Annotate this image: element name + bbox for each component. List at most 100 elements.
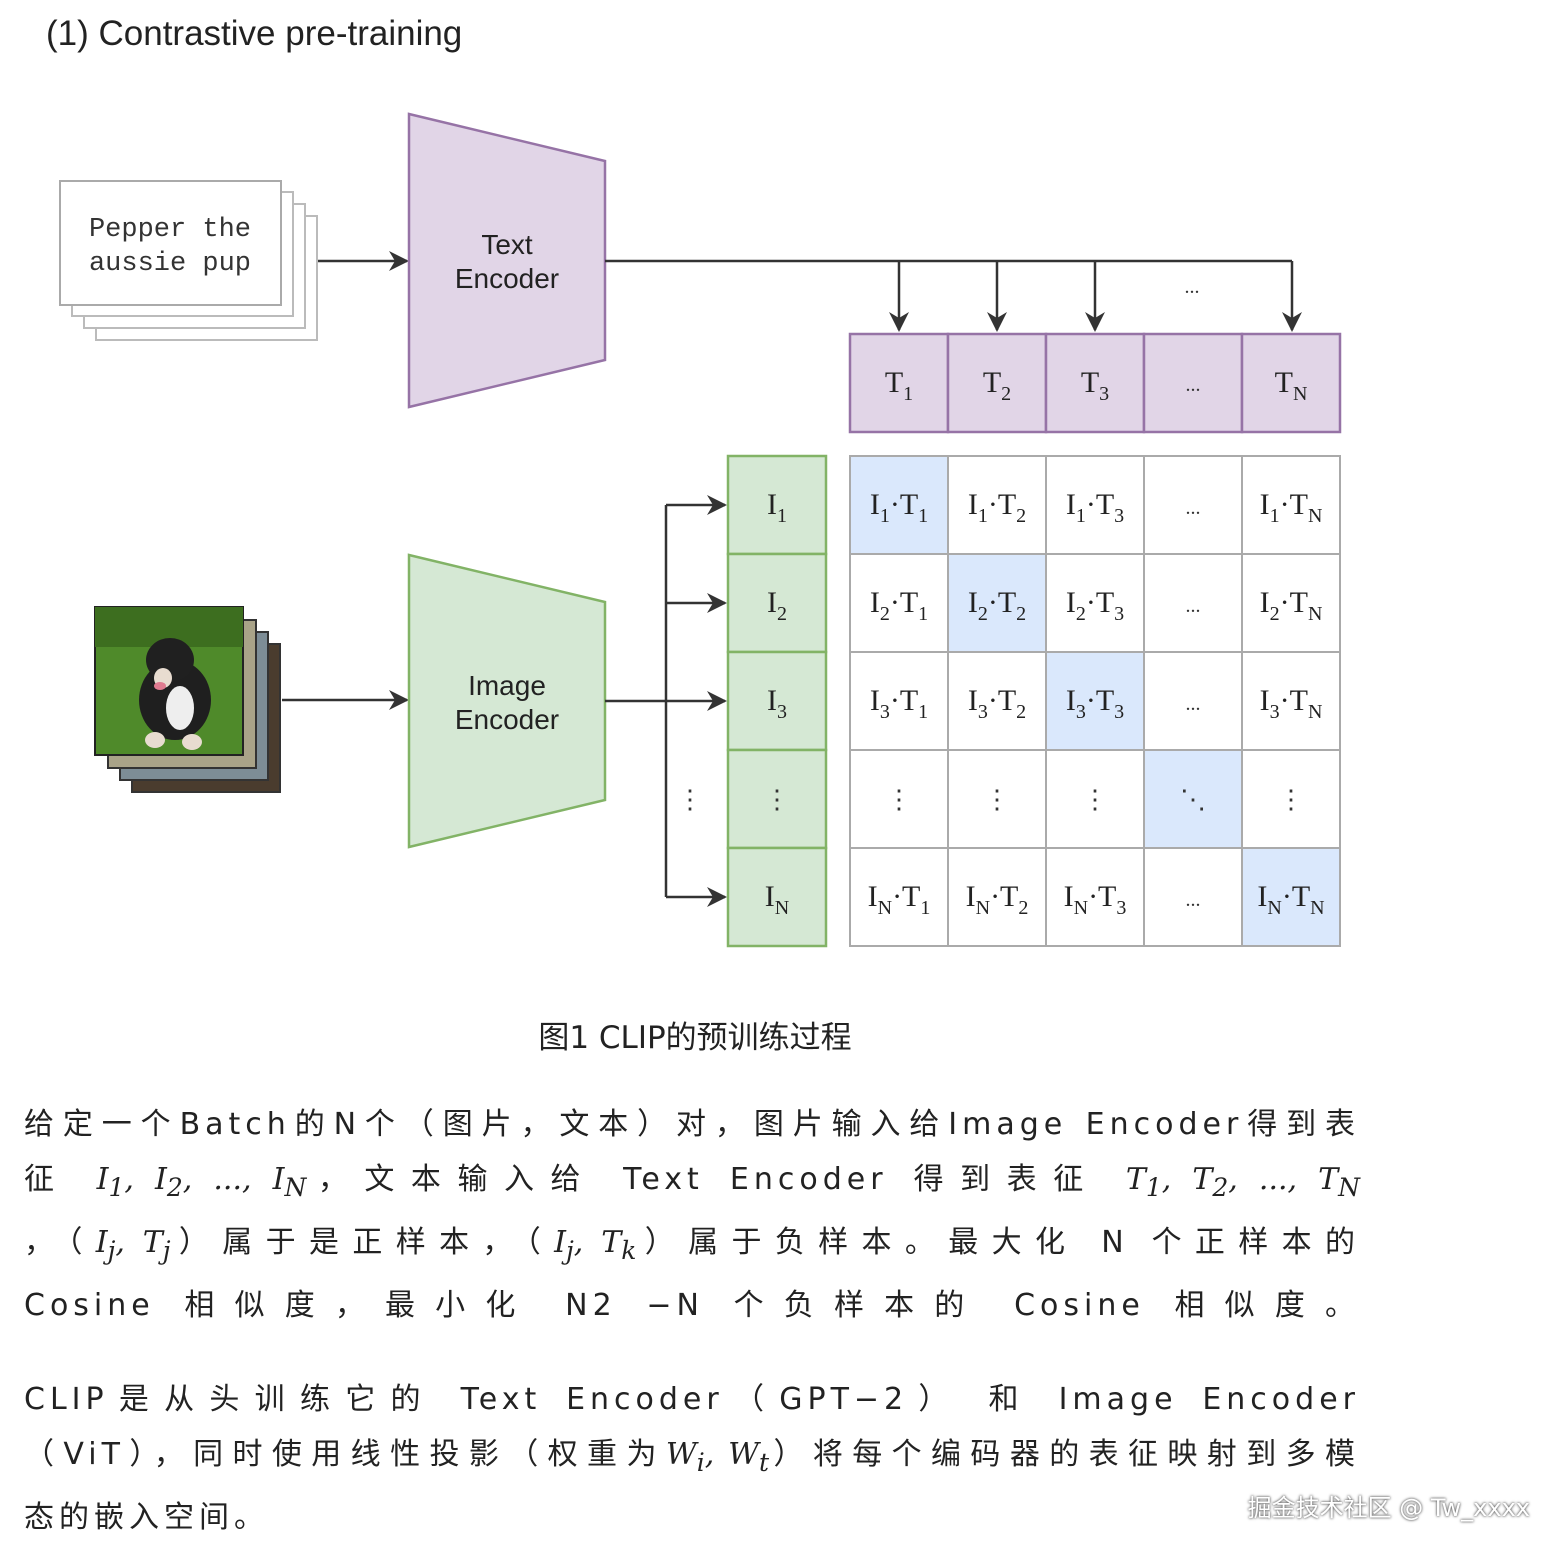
matrix-ellipsis: ...: [1186, 693, 1201, 715]
p1-math-pos-pair: Ij, Tj: [95, 1225, 171, 1265]
matrix-cell: [849, 749, 949, 849]
matrix-label-N-1: IN·T1: [868, 880, 931, 919]
text-encoder-label-1: Text: [481, 229, 533, 260]
matrix-label-N-N: IN·TN: [1257, 880, 1324, 919]
text-feature-cell: [848, 332, 950, 434]
matrix-cell-diagonal: [947, 553, 1047, 653]
text-feature-label-N: TN​: [1275, 366, 1308, 405]
watermark: 掘金技术社区 @ Tw_xxxx: [1247, 1494, 1530, 1522]
image-branch-vellipsis: ⋮: [677, 785, 703, 814]
matrix-cell: [1045, 553, 1145, 653]
matrix-cell: [1045, 749, 1145, 849]
image-encoder-output-arrows: [605, 495, 727, 907]
p1-line-3c: ）属于负样本。最大化 N 个正样本的: [636, 1225, 1361, 1260]
text-encoder-label-2: Encoder: [455, 263, 559, 294]
clip-diagram: Pepper the aussie pup Text Encoder ... T…: [59, 112, 1342, 948]
matrix-ellipsis: ...: [1186, 497, 1201, 519]
matrix-label-2-2: I2·T2: [968, 586, 1026, 625]
matrix-label-3-2: I3·T2: [968, 684, 1026, 723]
p1-line-3b: ）属于是正样本，（: [170, 1225, 555, 1260]
matrix-cell: [1143, 847, 1243, 947]
matrix-label-1-3: I1·T3: [1066, 488, 1124, 527]
text-feature-cell: [1142, 332, 1244, 434]
p1-math-t-list: T1, T2, ..., TN: [1125, 1162, 1361, 1202]
text-feature-cell: [1044, 332, 1146, 434]
image-encoder-shape: [407, 553, 607, 849]
matrix-cell-diagonal: [1143, 749, 1243, 849]
image-feature-label-1: I1​: [767, 488, 787, 527]
p2-line-2a: （ViT），同时使用线性投影（权重为: [24, 1437, 666, 1472]
image-feature-column: I1​ I2​ I3​ ⋮ IN​: [726, 454, 828, 948]
p2-line-1: CLIP是从头训练它的 Text Encoder（GPT−2） 和 Image …: [24, 1382, 1360, 1417]
text-feature-cell: [946, 332, 1048, 434]
matrix-label-N-2: IN·T2: [966, 880, 1029, 919]
text-input-stack: Pepper the aussie pup: [59, 180, 318, 341]
p2-math-weights: Wi, Wt: [665, 1437, 770, 1477]
text-feature-label-1: T1​: [885, 366, 913, 405]
p1-line-2b: ，文本输入给 Text Encoder 得到表征: [306, 1162, 1100, 1197]
image-input-stack: [94, 606, 281, 793]
p1-line-2a: 征: [24, 1162, 71, 1197]
matrix-ellipsis: ⋮: [1082, 785, 1108, 815]
matrix-label-2-3: I2·T3: [1066, 586, 1124, 625]
matrix-cell: [1143, 455, 1243, 555]
paragraph-2: CLIP是从头训练它的 Text Encoder（GPT−2） 和 Image …: [24, 1372, 1360, 1545]
image-encoder-label-1: Image: [468, 670, 546, 701]
matrix-label-1-1: I1·T1: [870, 488, 928, 527]
diagram-title: (1) Contrastive pre-training: [46, 14, 463, 53]
matrix-ellipsis: ⋮: [1278, 785, 1304, 815]
image-feature-cell: [726, 650, 828, 752]
matrix-ellipsis: ...: [1186, 595, 1201, 617]
matrix-cell: [1241, 455, 1341, 555]
image-feature-vellipsis: ⋮: [764, 785, 790, 815]
paragraph-1: 给定一个Batch的N个（图片，文本）对，图片输入给Image Encoder得…: [24, 1097, 1360, 1333]
matrix-ellipsis: ⋮: [886, 785, 912, 815]
text-encoder-output-arrows: [605, 259, 1302, 332]
figure-caption: 图1 CLIP的预训练过程: [538, 1020, 852, 1056]
text-feature-row: T1​ T2​ T3​... TN​: [848, 332, 1342, 434]
text-feature-label-3: T3​: [1081, 366, 1109, 405]
p1-math-neg-pair: Ij, Tk: [554, 1225, 637, 1265]
matrix-label-3-3: I3·T3: [1066, 684, 1124, 723]
text-feature-cell: [1240, 332, 1342, 434]
p1-line-1: 给定一个Batch的N个（图片，文本）对，图片输入给Image Encoder得…: [24, 1107, 1360, 1142]
text-branch-ellipsis: ...: [1185, 276, 1200, 298]
text-input-line-2: aussie pup: [89, 249, 251, 279]
matrix-label-N-3: IN·T3: [1064, 880, 1127, 919]
image-feature-cell: [726, 846, 828, 948]
matrix-label-2-N: I2·TN: [1260, 586, 1323, 625]
text-feature-ellipsis: ...: [1186, 374, 1201, 396]
p1-line-4: Cosine 相似度，最小化 N2 −N 个负样本的 Cosine 相似度。: [24, 1288, 1360, 1323]
matrix-cell: [1143, 553, 1243, 653]
matrix-ellipsis: ⋮: [984, 785, 1010, 815]
text-encoder-shape: [407, 112, 607, 409]
matrix-label-3-N: I3·TN: [1260, 684, 1323, 723]
image-feature-label-2: I2​: [767, 586, 787, 625]
text-feature-label-2: T2​: [983, 366, 1011, 405]
p2-line-3: 态的嵌入空间。: [24, 1500, 269, 1535]
matrix-label-1-2: I1·T2: [968, 488, 1026, 527]
matrix-label-3-1: I3·T1: [870, 684, 928, 723]
matrix-cell: [947, 455, 1047, 555]
image-feature-label-3: I3​: [767, 684, 787, 723]
image-feature-label-N: IN​: [765, 880, 789, 919]
matrix-label-1-N: I1·TN: [1260, 488, 1323, 527]
p1-math-i-list: I1, I2, ..., IN: [96, 1162, 307, 1202]
matrix-ellipsis: ...: [1186, 889, 1201, 911]
similarity-matrix: I1·T1 I1·T2 I1·T3... I1·TN I2·T1 I2·T2 I2·T3..…: [849, 455, 1341, 947]
p2-line-2b: ）将每个编码器的表征映射到多模: [769, 1437, 1360, 1472]
p1-line-3a: ，（: [24, 1225, 96, 1260]
matrix-cell: [1143, 651, 1243, 751]
matrix-cell: [1241, 553, 1341, 653]
puppy-photo-icon: [94, 606, 244, 756]
image-feature-cell: [726, 552, 828, 654]
matrix-cell: [849, 847, 949, 947]
image-feature-cell: [726, 454, 828, 556]
matrix-cell: [1045, 455, 1145, 555]
image-encoder-label-2: Encoder: [455, 704, 559, 735]
matrix-cell: [1241, 651, 1341, 751]
text-input-line-1: Pepper the: [89, 215, 251, 245]
matrix-label-2-1: I2·T1: [870, 586, 928, 625]
matrix-cell-diagonal: [1241, 847, 1341, 947]
matrix-ellipsis: ⋱: [1180, 785, 1206, 815]
